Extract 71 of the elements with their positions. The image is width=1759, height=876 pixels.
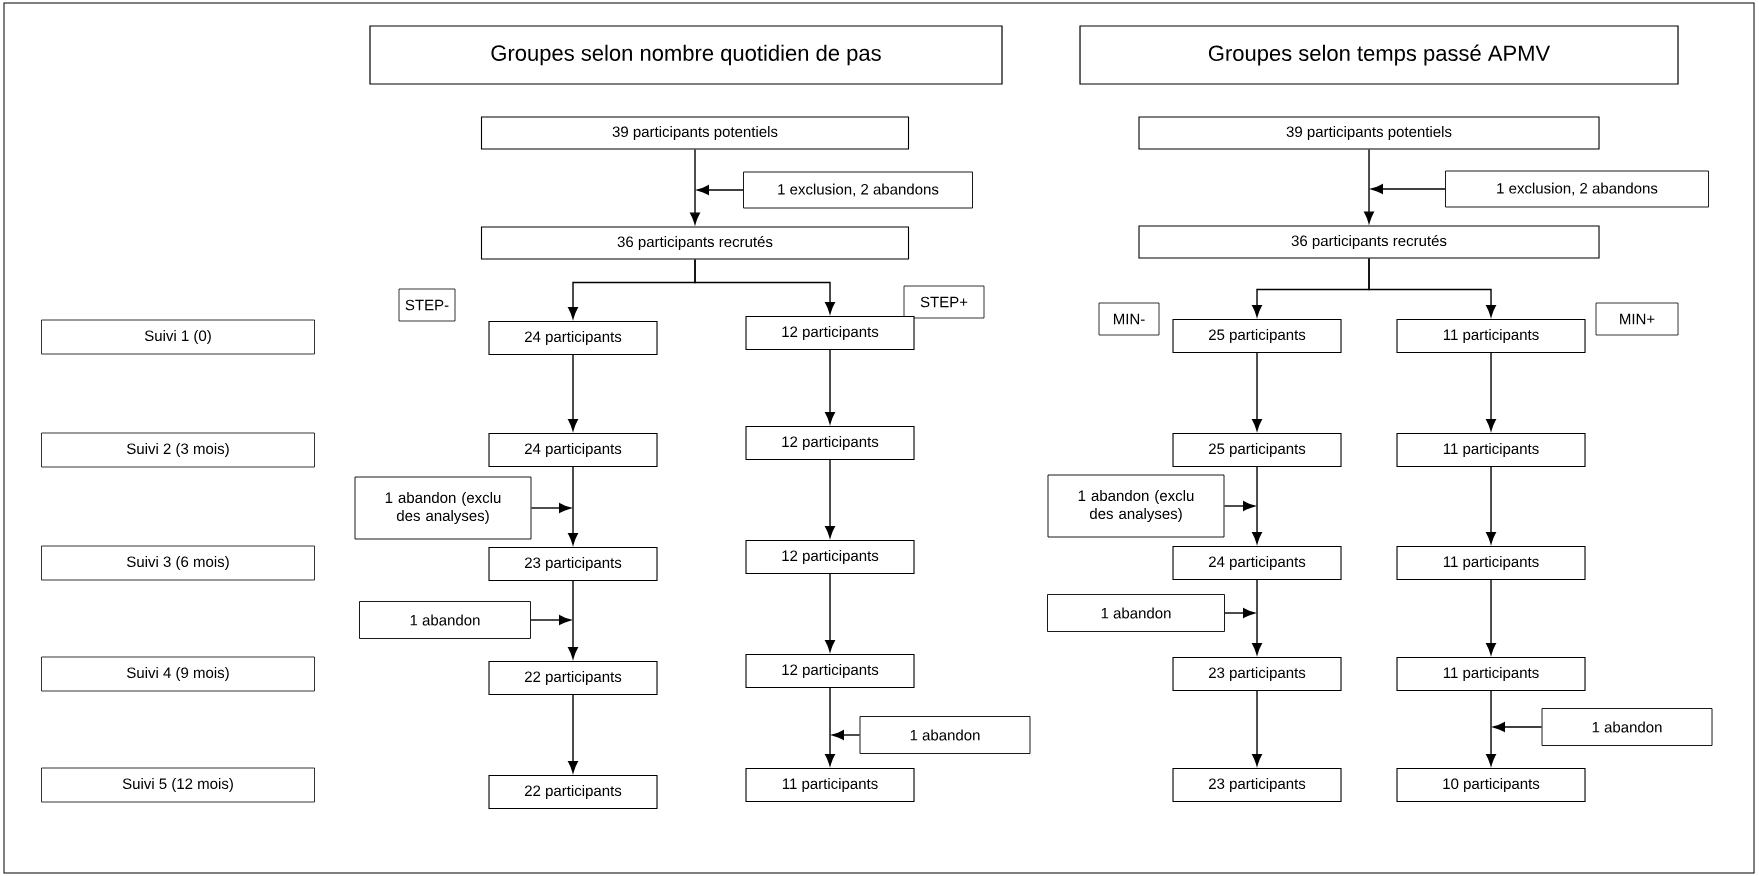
arrow	[1252, 466, 1262, 544]
arrow	[825, 349, 835, 424]
flow-box: 11 participants	[1396, 545, 1586, 581]
arrow	[1224, 608, 1255, 618]
flow-box: 24 participants	[488, 432, 658, 468]
flow-box: 25 participants	[1172, 318, 1342, 354]
follow-up-box: Suivi 2 (3 mois)	[41, 432, 315, 468]
group-label: MIN-	[1098, 302, 1160, 336]
flow-box: 23 participants	[1172, 767, 1342, 803]
flow-box: 22 participants	[488, 660, 658, 696]
flow-box: 12 participants	[745, 653, 915, 689]
exclusion-box: 1 exclusion, 2 abandons	[743, 171, 973, 209]
exclusion-box: 1 exclusion, 2 abandons	[1445, 170, 1709, 208]
flow-box: 24 participants	[1172, 545, 1342, 581]
arrow	[568, 694, 578, 773]
arrow	[568, 354, 578, 431]
arrow	[1371, 184, 1446, 194]
arrow	[1252, 579, 1262, 655]
follow-up-box: Suivi 4 (9 mois)	[41, 656, 315, 692]
arrow	[1486, 352, 1496, 431]
flow-box: 23 participants	[488, 546, 658, 582]
arrow	[825, 459, 835, 538]
title-box: Groupes selon nombre quotidien de pas	[369, 25, 1003, 85]
arrow	[1486, 690, 1496, 766]
arrow	[697, 185, 744, 195]
exclusion-box: 1 abandon (exclu des analyses)	[1047, 474, 1225, 538]
arrow	[530, 503, 571, 513]
arrow	[690, 148, 700, 225]
arrow	[1252, 690, 1262, 766]
flow-box: 36 participants recrutés	[480, 226, 910, 260]
arrow	[530, 615, 571, 625]
flow-box: 11 participants	[1396, 432, 1586, 468]
arrow	[825, 573, 835, 652]
arrow	[1486, 466, 1496, 544]
flow-box: 11 participants	[745, 767, 915, 803]
follow-up-box: Suivi 3 (6 mois)	[41, 545, 315, 581]
exclusion-box: 1 abandon	[1541, 708, 1713, 746]
flow-box: 11 participants	[1396, 318, 1586, 354]
arrow	[1364, 148, 1374, 224]
exclusion-box: 1 abandon (exclu des analyses)	[354, 476, 532, 540]
group-label: MIN+	[1595, 302, 1679, 336]
flow-box: 12 participants	[745, 315, 915, 351]
arrow	[568, 580, 578, 659]
flow-box: 39 participants potentiels	[480, 116, 910, 150]
group-label: STEP+	[903, 285, 985, 319]
arrow	[694, 258, 835, 314]
arrow	[825, 687, 835, 766]
flow-box: 25 participants	[1172, 432, 1342, 468]
flow-box: 10 participants	[1396, 767, 1586, 803]
flow-box: 36 participants recrutés	[1138, 225, 1600, 259]
flow-box: 12 participants	[745, 425, 915, 461]
arrow	[1252, 352, 1262, 431]
follow-up-box: Suivi 1 (0)	[41, 319, 315, 355]
exclusion-box: 1 abandon	[359, 601, 531, 639]
arrow	[1223, 501, 1255, 511]
arrow	[1486, 579, 1496, 655]
follow-up-box: Suivi 5 (12 mois)	[41, 767, 315, 803]
arrow	[1368, 257, 1496, 317]
arrow	[1493, 722, 1543, 732]
flow-box: 22 participants	[488, 774, 658, 810]
flow-box: 24 participants	[488, 320, 658, 356]
arrow	[832, 730, 861, 740]
flow-box: 12 participants	[745, 539, 915, 575]
flow-box: 11 participants	[1396, 656, 1586, 692]
arrow	[568, 466, 578, 545]
title-box: Groupes selon temps passé APMV	[1079, 25, 1679, 85]
exclusion-box: 1 abandon	[859, 716, 1031, 754]
group-label: STEP-	[398, 288, 456, 322]
flow-box: 39 participants potentiels	[1138, 116, 1600, 150]
flow-box: 23 participants	[1172, 656, 1342, 692]
exclusion-box: 1 abandon	[1047, 594, 1225, 632]
